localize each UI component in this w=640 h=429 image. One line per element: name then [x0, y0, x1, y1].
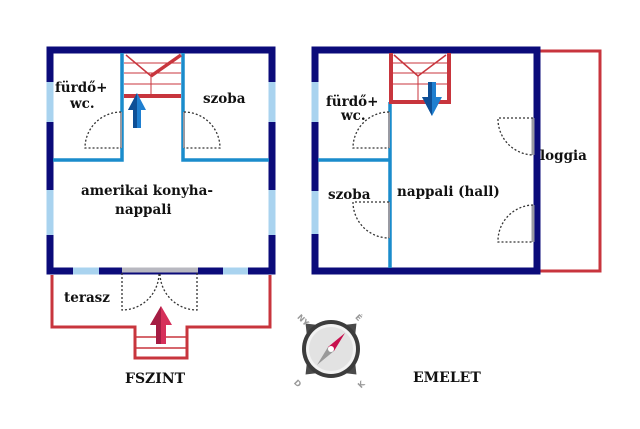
- window: [73, 267, 99, 275]
- bathroom-label-wc: wc.: [69, 96, 95, 112]
- entrance-door[interactable]: [122, 267, 198, 273]
- bathroom-label: fürdő+: [55, 80, 108, 96]
- room-door[interactable]: [352, 201, 390, 239]
- window: [268, 190, 276, 235]
- compass-letter-e: É: [353, 311, 365, 323]
- entrance-arrow-icon: [150, 306, 172, 344]
- bathroom-label: fürdő+: [326, 94, 379, 110]
- entrance-door-swing: [121, 272, 198, 311]
- room-label: szoba: [328, 187, 371, 203]
- inner-walls: [53, 53, 269, 162]
- floor-title: EMELET: [413, 370, 481, 386]
- room-door[interactable]: [183, 111, 221, 149]
- compass-icon: NY É K D: [292, 311, 367, 390]
- bathroom-door[interactable]: [84, 111, 122, 149]
- staircase: [389, 53, 451, 104]
- staircase: [124, 53, 183, 98]
- terrace-label: terasz: [64, 290, 110, 306]
- compass-letter-d: D: [292, 378, 303, 389]
- loggia-label: loggia: [540, 148, 587, 164]
- window: [46, 190, 54, 235]
- window: [311, 191, 319, 234]
- bathroom-door[interactable]: [352, 111, 390, 149]
- window: [223, 267, 248, 275]
- loggia-door-bottom[interactable]: [497, 204, 535, 243]
- loggia-outline: [537, 49, 602, 273]
- compass-letter-k: K: [356, 379, 367, 390]
- window: [268, 82, 276, 122]
- room-label: szoba: [203, 91, 246, 107]
- loggia-door-top[interactable]: [497, 117, 535, 156]
- window: [46, 82, 54, 122]
- kitchen-label: amerikai konyha-: [81, 183, 213, 199]
- ground-floor: fürdő+ wc. szoba amerikai konyha- nappal…: [46, 46, 276, 387]
- upper-floor: fürdő+ wc. szoba nappali (hall) loggia E…: [311, 46, 602, 386]
- stair-down-arrow-icon: [422, 82, 442, 116]
- window: [311, 82, 319, 122]
- living-label: nappali (hall): [397, 184, 500, 200]
- terrace-outline: [50, 275, 272, 360]
- stair-up-arrow-icon: [128, 93, 146, 128]
- bathroom-label-wc: wc.: [340, 108, 366, 124]
- floor-title: FSZINT: [125, 371, 186, 387]
- kitchen-label-line2: nappali: [115, 202, 171, 218]
